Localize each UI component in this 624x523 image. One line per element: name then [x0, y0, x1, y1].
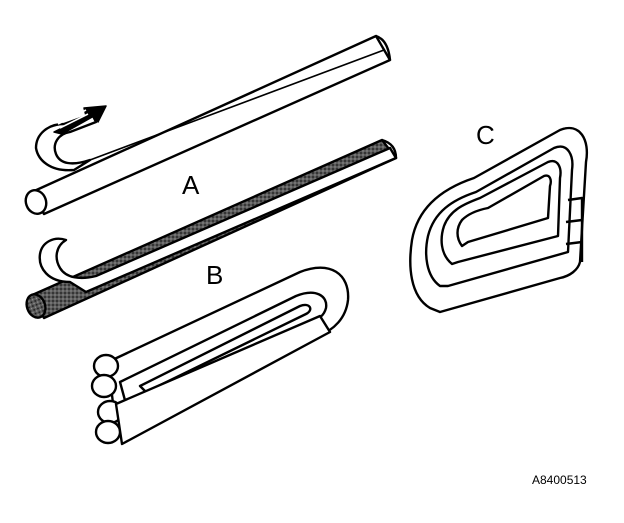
direction-arrow-icon — [53, 105, 107, 135]
label-c: C — [476, 120, 495, 150]
coil-b — [90, 266, 350, 446]
label-b: B — [206, 260, 223, 290]
rod-a — [24, 34, 392, 216]
coil-c — [409, 127, 589, 314]
rod-dark — [25, 138, 398, 320]
figure-code: A8400513 — [532, 473, 587, 487]
label-a: A — [182, 170, 200, 200]
